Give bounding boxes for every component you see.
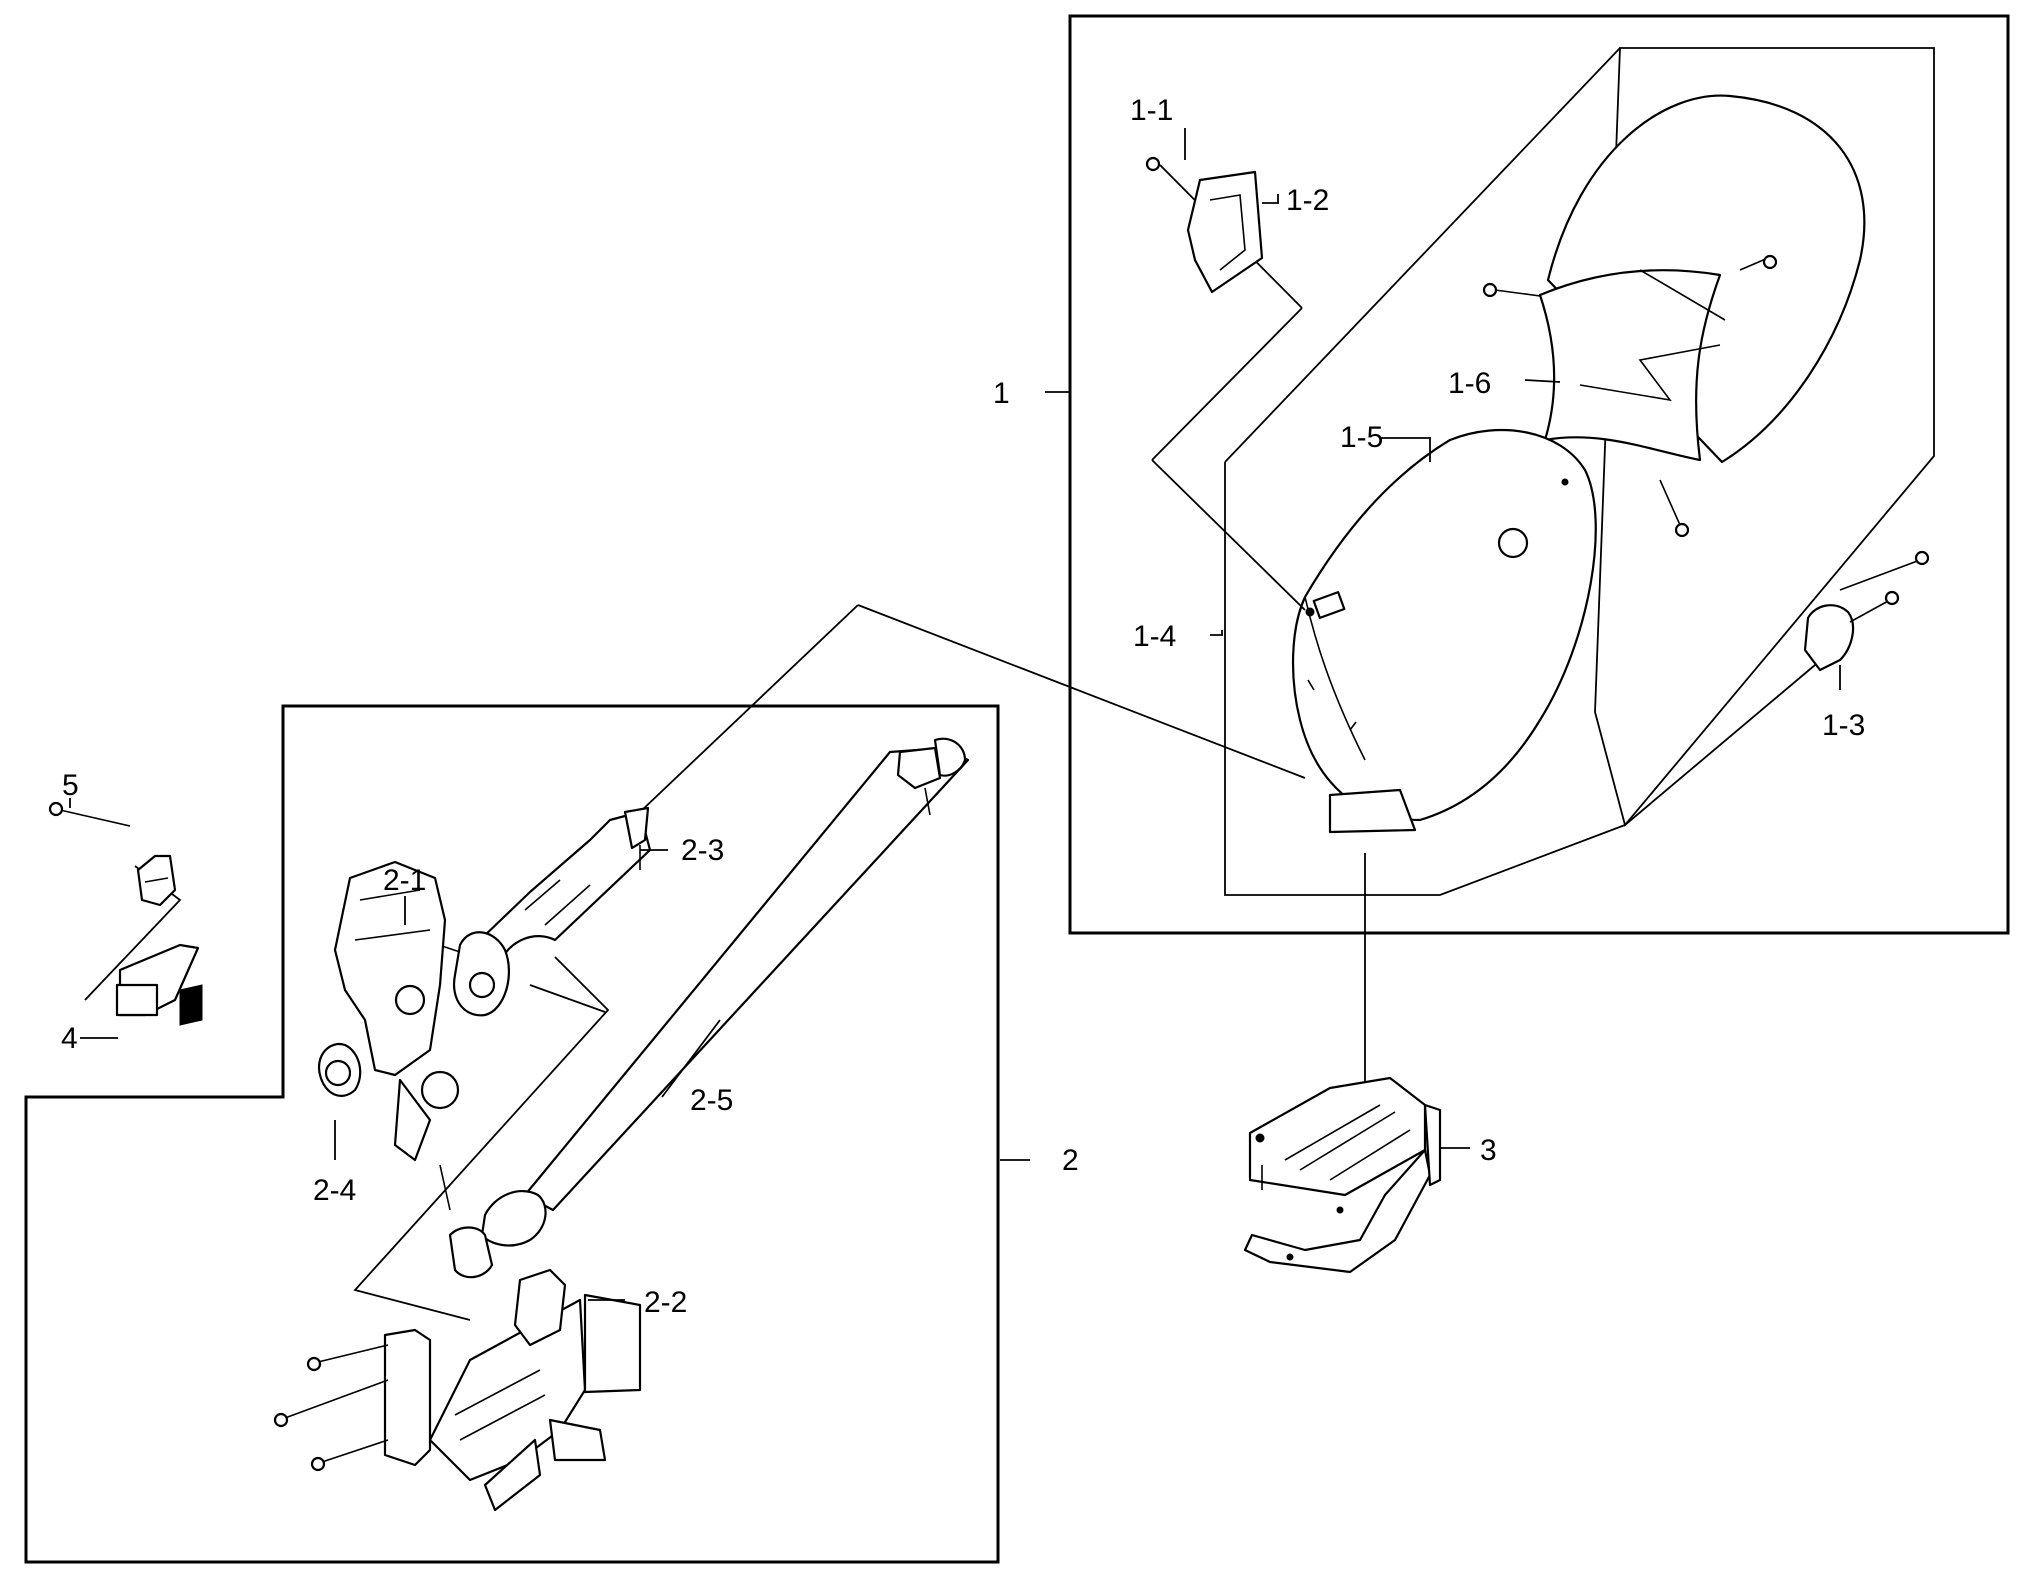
burner-assembly-2: [273, 737, 1030, 1512]
label-2-2: 2-2: [644, 1286, 687, 1319]
label-4: 4: [61, 1022, 78, 1055]
assembly-2-frame: [24, 704, 1000, 1564]
screw-2-2-a: [306, 1344, 389, 1372]
label-1-6: 1-6: [1448, 367, 1491, 400]
screw-2-2-c: [310, 1439, 389, 1472]
label-2-4: 2-4: [313, 1174, 356, 1207]
screw-2-2-b: [273, 1379, 389, 1428]
label-1-3: 1-3: [1822, 709, 1865, 742]
tube-2-5: [448, 737, 970, 1279]
screw-upper-right: [1739, 254, 1778, 271]
label-1-5: 1-5: [1340, 421, 1383, 454]
label-2-5: 2-5: [690, 1084, 733, 1117]
label-2-1: 2-1: [383, 864, 426, 897]
duct-assembly-1: [639, 47, 1935, 896]
label-5: 5: [62, 769, 79, 802]
screw-lower: [1659, 479, 1690, 538]
duct-flange-1-4: [1328, 788, 1417, 834]
label-1-4: 1-4: [1133, 620, 1176, 653]
gas-valve-2-4: [317, 860, 460, 1211]
duct-body-1-5: [1291, 428, 1597, 822]
bracket-1-3: [1624, 550, 1930, 826]
label-1-1: 1-1: [1130, 94, 1173, 127]
duct-group-outline: [1594, 47, 1935, 827]
label-2-3: 2-3: [681, 834, 724, 867]
assembly-1-frame: [1068, 14, 2010, 935]
label-3: 3: [1480, 1134, 1497, 1167]
mount-bracket-3: [1243, 853, 1470, 1274]
bracket-1-2: [1145, 156, 1306, 611]
label-1: 1: [993, 377, 1010, 410]
label-1-2: 1-2: [1286, 184, 1329, 217]
sensor-clip-4-5: [48, 798, 203, 1039]
label-2: 2: [1062, 1144, 1079, 1177]
screw-upper-left: [1482, 282, 1541, 298]
duct-bracket-1-6: [1538, 269, 1722, 462]
bracket-2-2: [273, 1268, 642, 1512]
